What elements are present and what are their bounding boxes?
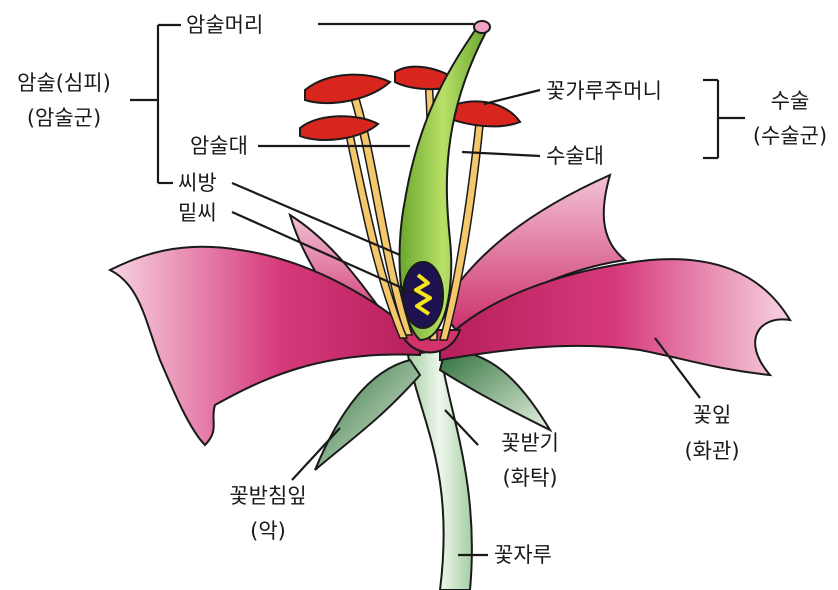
sepal-left-shape [315,360,420,470]
label-stigma: 암술머리 [186,13,263,37]
stigma-shape [474,21,490,33]
label-receptacle-1: 꽃받기 [501,431,559,455]
sepal-right-shape [440,350,550,430]
label-stamen-1: 수술 [771,89,810,113]
label-receptacle-2: (화탁) [502,466,557,490]
label-petal-1: 꽃잎 [693,403,732,427]
label-petal-2: (화관) [684,439,739,463]
label-filament: 수술대 [546,144,604,168]
label-pistil-2: (암술군) [27,106,101,130]
label-anther: 꽃가루주머니 [546,79,662,103]
label-ovary: 씨방 [178,171,217,195]
label-ovule: 밑씨 [178,201,217,225]
label-sepal-2: (악) [250,519,286,543]
label-style: 암술대 [190,134,248,158]
label-pistil-1: 암술(심피) [17,71,111,95]
label-sepal-1: 꽃받침잎 [229,484,306,508]
label-stamen-2: (수술군) [753,124,827,148]
label-pedicel: 꽃자루 [494,543,552,567]
